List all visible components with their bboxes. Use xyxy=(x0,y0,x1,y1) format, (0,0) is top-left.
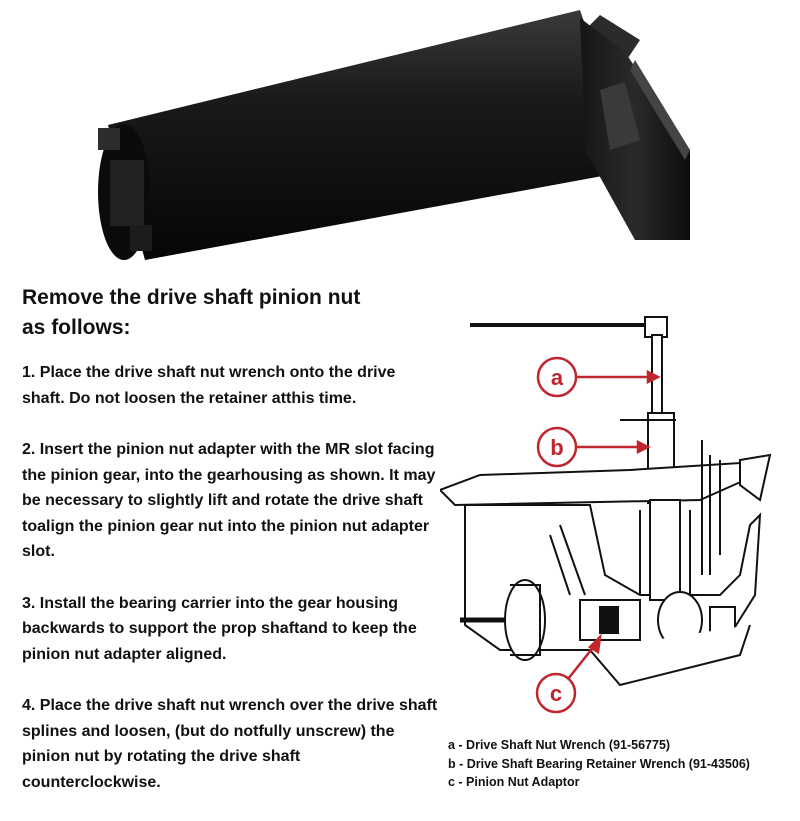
wrench-tool-photo xyxy=(98,10,690,260)
step-4: 4. Place the drive shaft nut wrench over… xyxy=(22,697,438,791)
title-line-2: as follows: xyxy=(22,316,131,339)
legend-item-c: c - Pinion Nut Adaptor xyxy=(448,775,580,789)
title-line-1: Remove the drive shaft pinion nut xyxy=(22,286,361,309)
step-3: 3. Install the bearing carrier into the … xyxy=(22,594,417,663)
step-1: 1. Place the drive shaft nut wrench onto… xyxy=(22,364,396,407)
page-title: Remove the drive shaft pinion nut as fol… xyxy=(22,283,442,343)
step-2: 2. Insert the pinion nut adapter with th… xyxy=(22,441,436,560)
callout-b: b xyxy=(550,435,563,460)
diagram-legend: a - Drive Shaft Nut Wrench (91-56775) b … xyxy=(448,736,798,792)
legend-item-b: b - Drive Shaft Bearing Retainer Wrench … xyxy=(448,756,750,771)
callout-layer: a b c xyxy=(535,356,661,714)
callout-a: a xyxy=(551,365,564,390)
instruction-steps: 1. Place the drive shaft nut wrench onto… xyxy=(22,360,442,821)
legend-item-a: a - Drive Shaft Nut Wrench (91-56775) xyxy=(448,738,671,752)
gearhousing-diagram xyxy=(440,316,772,687)
callout-c: c xyxy=(550,681,562,706)
